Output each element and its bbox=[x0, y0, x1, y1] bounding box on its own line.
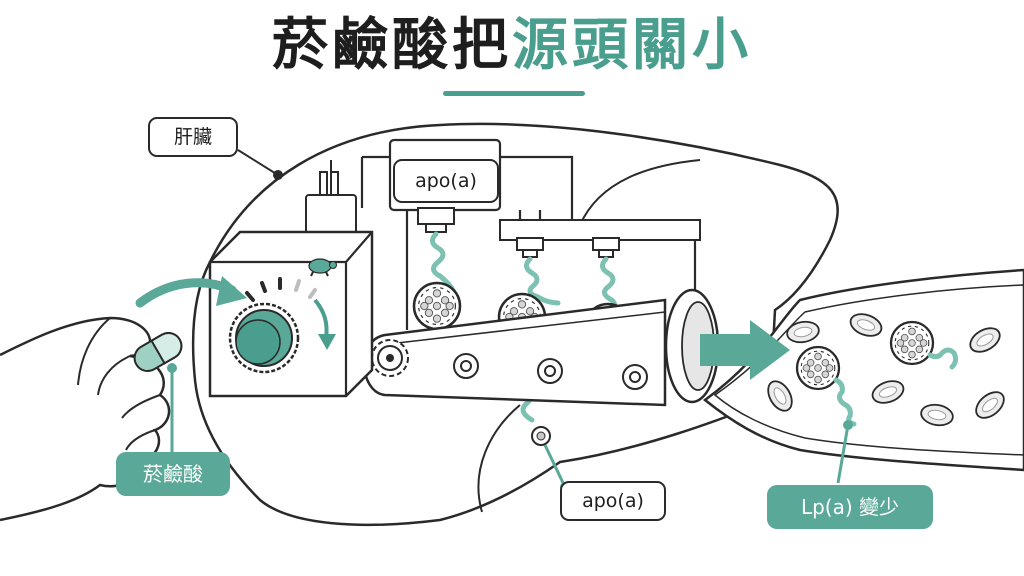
apo-bottom-label: apo(a) bbox=[560, 481, 666, 521]
lpa-label: Lp(a) 變少 bbox=[767, 485, 933, 529]
page-title: 菸鹼酸把源頭關小 bbox=[0, 10, 1024, 82]
apo-strand-icon bbox=[430, 231, 457, 295]
title-dark: 菸鹼酸把 bbox=[272, 13, 512, 78]
lp-particle-icon bbox=[889, 320, 935, 366]
hand-finger-lines bbox=[77, 317, 161, 451]
conveyor-roller bbox=[453, 353, 648, 390]
control-box bbox=[208, 230, 374, 398]
apo-strand-icon bbox=[927, 347, 959, 370]
lp-particle-icon bbox=[795, 345, 841, 391]
dial-ticks bbox=[245, 277, 317, 302]
title-accent: 源頭關小 bbox=[512, 13, 752, 78]
liver-notch bbox=[477, 404, 521, 513]
liver-label: 肝臟 bbox=[148, 117, 238, 157]
apo-top-label: apo(a) bbox=[393, 159, 499, 203]
liver-lobe-line bbox=[579, 159, 701, 226]
lp-particle-icon bbox=[412, 281, 462, 331]
control-box-face bbox=[210, 231, 373, 396]
knob-icon bbox=[228, 302, 300, 374]
exit-tube bbox=[664, 288, 720, 404]
title-underline bbox=[443, 91, 585, 96]
conveyor-belt-top bbox=[379, 311, 666, 346]
plug-icon bbox=[305, 160, 357, 236]
gear-icon bbox=[371, 339, 409, 377]
niacin-label: 菸鹼酸 bbox=[116, 452, 230, 496]
apo-strand-icon bbox=[524, 256, 561, 306]
arrow-icon bbox=[700, 320, 790, 380]
apo-strand-icon bbox=[833, 377, 857, 427]
turtle-icon bbox=[308, 258, 337, 277]
apo-strand-icon bbox=[600, 256, 618, 314]
capsule-icon bbox=[133, 332, 183, 372]
leader-lines bbox=[170, 149, 850, 488]
apo-drop-icon bbox=[531, 426, 551, 446]
